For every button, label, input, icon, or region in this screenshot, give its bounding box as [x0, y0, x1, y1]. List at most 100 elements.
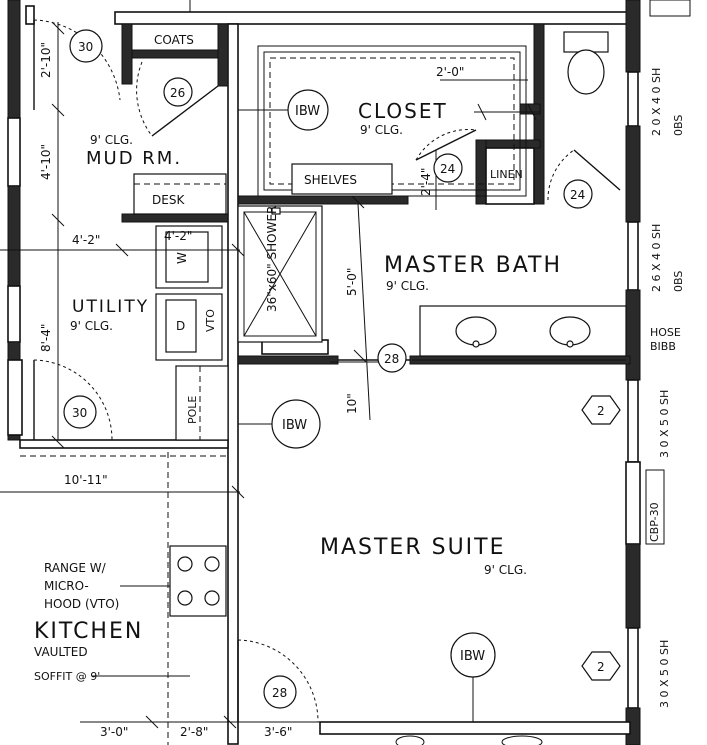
- dim-2-0: 2'-0": [436, 65, 464, 79]
- door-closet-leaf: [415, 129, 477, 161]
- room-name-bath: MASTER BATH: [384, 253, 562, 278]
- room-name-mud: MUD RM.: [86, 148, 182, 169]
- burner-4: [204, 590, 220, 606]
- dim-4-2a: 4'-2": [72, 233, 100, 247]
- room-ceiling-utility: 9' CLG.: [70, 319, 113, 333]
- hose-label-2: BIBB: [650, 340, 676, 353]
- window-label-3: 3 0 X 5 0 SH: [658, 390, 671, 458]
- text-labels: CLOSET 9' CLG. 9' CLG. MUD RM. UTILITY 9…: [34, 33, 685, 739]
- leader-lines: [92, 109, 626, 722]
- room-name-kitchen: KITCHEN: [34, 619, 143, 644]
- room-name-suite: MASTER SUITE: [320, 535, 506, 560]
- door-tag-6: [63, 395, 97, 429]
- top-left-wall-stub: [25, 5, 35, 25]
- toilet-tank: [563, 31, 609, 53]
- shelves-label: SHELVES: [304, 173, 357, 187]
- dim-10-11: 10'-11": [64, 473, 108, 487]
- door-tag-3: [433, 153, 463, 183]
- room-ceiling-suite: 9' CLG.: [484, 563, 527, 577]
- right-window-4: [627, 627, 639, 709]
- desk-wall: [121, 213, 229, 223]
- tag-hex-2: [581, 651, 621, 681]
- top-exterior-wall: [114, 11, 631, 25]
- central-vertical-wall: [227, 23, 239, 745]
- dim-tick-8: [351, 195, 365, 209]
- right-window-1: [627, 71, 639, 127]
- partial-fixture-3: [649, 0, 691, 17]
- ibw-marker-3: [450, 632, 496, 678]
- partial-fixture-2: [501, 735, 543, 745]
- linen-label: LINEN: [490, 168, 523, 181]
- pole-shelf: [175, 365, 229, 441]
- dim-3-6: 3'-6": [264, 725, 292, 739]
- coat-closet-right-wall: [217, 23, 229, 87]
- door-closet-arc: [415, 129, 477, 161]
- dim-3-0: 3'-0": [100, 725, 128, 739]
- tag-label-1: 2: [597, 404, 605, 418]
- left-window-1: [7, 117, 21, 187]
- dim-10: 10": [345, 393, 359, 414]
- door-coats-arc: [136, 61, 153, 137]
- dim-4-2b: 4'-2": [164, 229, 192, 243]
- right-exterior-wall-4: [625, 543, 641, 629]
- dim-2-4: 2'-4": [419, 168, 433, 196]
- tag-hex-1: [581, 395, 621, 425]
- toilet-bowl: [567, 49, 605, 95]
- dim-tick-1: [51, 21, 65, 35]
- bath-suite-wall-left: [237, 355, 339, 365]
- window-label-1b: 0BS: [672, 115, 685, 136]
- washer: [165, 231, 209, 283]
- door-tag-label-7: 28: [272, 686, 287, 700]
- right-window-3: [627, 379, 639, 463]
- range-label-3: HOOD (VTO): [44, 597, 119, 611]
- fixtures: [20, 0, 691, 745]
- ibw-marker-1: [287, 89, 329, 131]
- right-exterior-wall-3: [625, 289, 641, 381]
- range: [169, 545, 227, 617]
- linen-left-wall: [475, 139, 487, 205]
- dim-tick-7: [231, 485, 245, 499]
- window-label-2: 2 6 X 4 0 SH: [650, 224, 663, 292]
- door-tag-label-3: 24: [440, 162, 455, 176]
- right-window-2: [627, 221, 639, 291]
- partial-fixture-1: [395, 735, 425, 745]
- dim-4-10: 4'-10": [39, 144, 53, 180]
- left-window-2: [7, 285, 21, 343]
- room-ceiling-closet: 9' CLG.: [360, 123, 403, 137]
- window-label-4: 3 0 X 5 0 SH: [658, 640, 671, 708]
- dim-tick-10: [477, 103, 487, 121]
- room-ceiling-bath: 9' CLG.: [386, 279, 429, 293]
- door-tag-label-6: 30: [72, 406, 87, 420]
- shower-diagonal-2: [243, 211, 317, 337]
- door-tag-label-1: 30: [78, 40, 93, 54]
- pole-label: POLE: [186, 396, 199, 424]
- kitchen-soffit: SOFFIT @ 9': [34, 670, 100, 683]
- door-tag-label-5: 28: [384, 352, 399, 366]
- faucet-1: [472, 340, 480, 348]
- dim-tick-11: [527, 103, 537, 121]
- room-name-closet: CLOSET: [358, 99, 448, 123]
- hose-label-1: HOSE: [650, 326, 681, 339]
- utility-kitchen-wall: [19, 439, 229, 449]
- room-ceiling-mud: 9' CLG.: [90, 133, 133, 147]
- range-label-2: MICRO-: [44, 579, 89, 593]
- dryer-label: D: [176, 319, 185, 333]
- dim-tick-6: [231, 243, 245, 257]
- room-name-utility: UTILITY: [72, 297, 149, 317]
- coat-closet-front-wall: [131, 49, 229, 59]
- window-label-2b: 0BS: [672, 271, 685, 292]
- vto-label: VTO: [204, 309, 217, 332]
- washer-label: W: [175, 252, 189, 264]
- bottom-wall: [319, 721, 631, 735]
- door-utility-arc: [33, 359, 113, 441]
- dim-2-10: 2'-10": [39, 42, 53, 78]
- door-tag-label-4: 24: [570, 188, 585, 202]
- left-exterior-wall-mid: [7, 185, 21, 287]
- ibw-label-3: IBW: [460, 649, 485, 664]
- shelves-box: [291, 163, 393, 195]
- cbp-label: CBP-30: [648, 502, 661, 542]
- dim-tick-4: [51, 435, 65, 449]
- vanity: [419, 305, 627, 357]
- range-label-1: RANGE W/: [44, 561, 107, 575]
